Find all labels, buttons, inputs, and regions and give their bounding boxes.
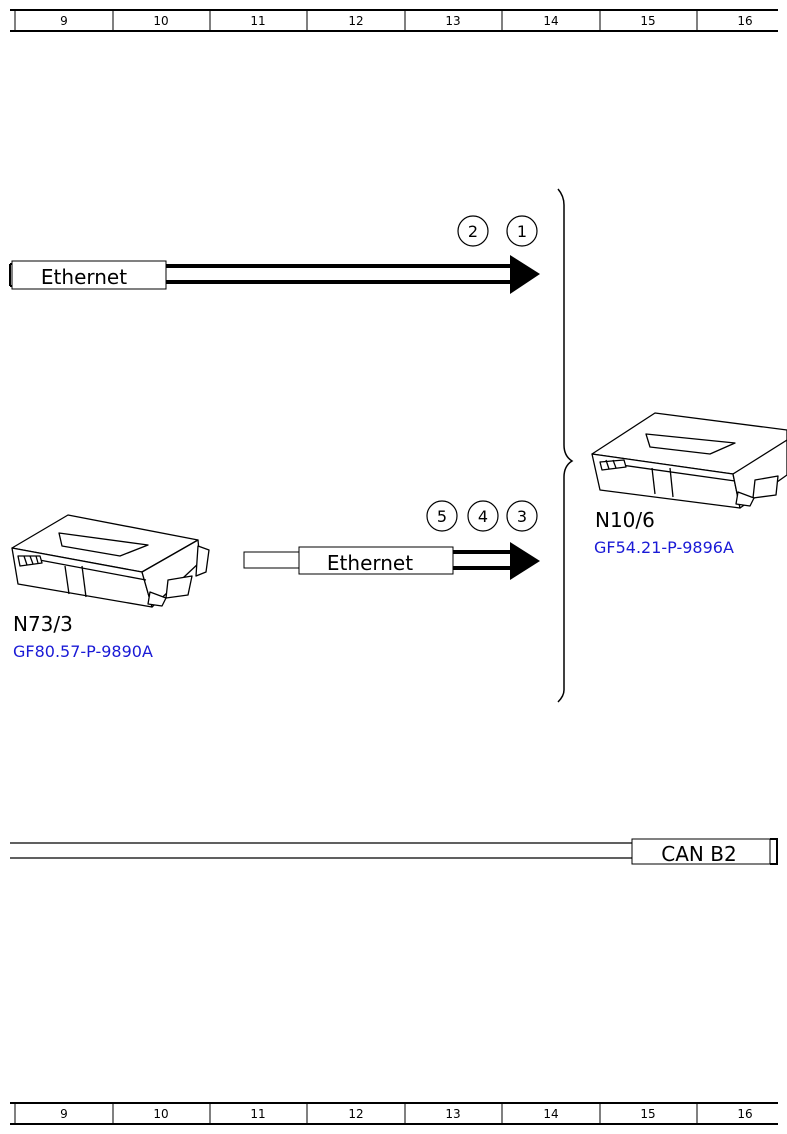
marker-number: 2 bbox=[468, 222, 478, 241]
top-ruler: 9 10 11 12 13 14 15 16 bbox=[10, 9, 778, 32]
ruler-number: 12 bbox=[348, 14, 363, 28]
ruler-number: 11 bbox=[250, 1107, 265, 1121]
control-unit-left-icon bbox=[11, 514, 210, 608]
ruler-number: 15 bbox=[640, 14, 655, 28]
component-link-left[interactable]: GF80.57-P-9890A bbox=[13, 642, 153, 661]
arrow-icon bbox=[510, 255, 540, 294]
bus-label-ethernet: Ethernet bbox=[327, 551, 413, 575]
ruler-number: 16 bbox=[737, 14, 752, 28]
marker-number: 4 bbox=[478, 507, 488, 526]
bus-label-ethernet: Ethernet bbox=[41, 265, 127, 289]
ethernet-bus-top: Ethernet bbox=[9, 255, 540, 294]
bottom-ruler: 9 10 11 12 13 14 15 16 bbox=[10, 1102, 778, 1125]
can-bus: CAN B2 bbox=[10, 838, 778, 866]
ruler-number: 14 bbox=[543, 14, 558, 28]
marker-number: 1 bbox=[517, 222, 527, 241]
connection-markers-mid: 5 4 3 bbox=[426, 500, 538, 532]
ruler-number: 10 bbox=[153, 14, 168, 28]
ruler-number: 14 bbox=[543, 1107, 558, 1121]
ruler-number: 9 bbox=[60, 1107, 68, 1121]
ruler-number: 15 bbox=[640, 1107, 655, 1121]
control-unit-right-icon bbox=[591, 412, 787, 509]
bus-label-can: CAN B2 bbox=[661, 842, 736, 866]
ruler-number: 9 bbox=[60, 14, 68, 28]
marker-number: 5 bbox=[437, 507, 447, 526]
arrow-icon bbox=[510, 542, 540, 580]
ruler-number: 16 bbox=[737, 1107, 752, 1121]
brace bbox=[557, 188, 574, 703]
component-id-right: N10/6 bbox=[595, 508, 655, 532]
marker-number: 3 bbox=[517, 507, 527, 526]
ruler-number: 12 bbox=[348, 1107, 363, 1121]
component-link-right[interactable]: GF54.21-P-9896A bbox=[594, 538, 734, 557]
ruler-number: 11 bbox=[250, 14, 265, 28]
ethernet-bus-mid: Ethernet bbox=[243, 542, 540, 580]
ruler-number: 10 bbox=[153, 1107, 168, 1121]
component-id-left: N73/3 bbox=[13, 612, 73, 636]
connection-markers-top: 2 1 bbox=[457, 215, 538, 247]
ruler-number: 13 bbox=[445, 1107, 460, 1121]
ruler-number: 13 bbox=[445, 14, 460, 28]
